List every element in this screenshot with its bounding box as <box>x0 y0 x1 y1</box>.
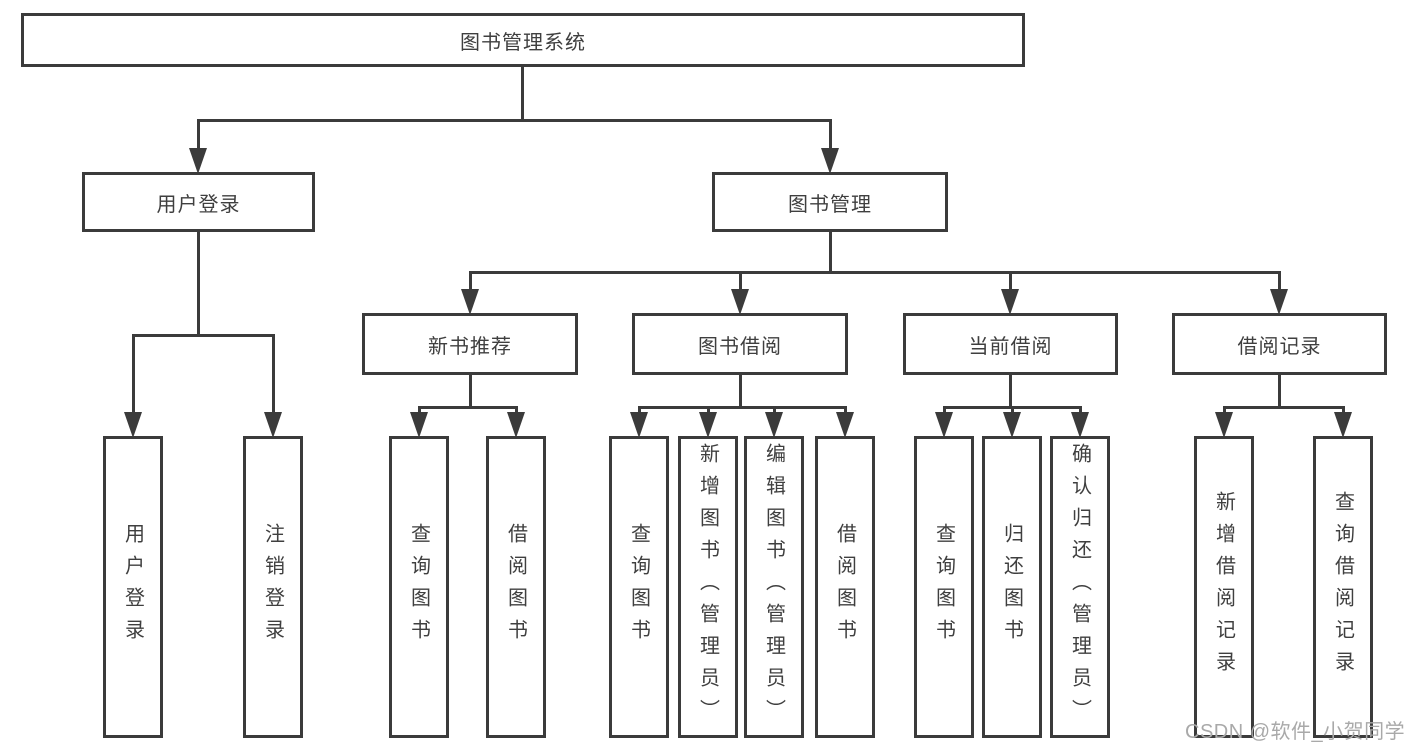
connector-line <box>1079 406 1082 416</box>
leaf-recommend-borrow-books: 借阅图书 <box>486 436 546 738</box>
leaf-label: 查询图书 <box>407 523 430 651</box>
leaf-label: 查询图书 <box>932 523 955 651</box>
connector-line <box>1223 406 1345 409</box>
leaf-current-return-books: 归还图书 <box>982 436 1042 738</box>
leaf-label: 查询图书 <box>627 523 650 651</box>
arrow-down-icon <box>1003 412 1021 438</box>
arrow-down-icon <box>1215 412 1233 438</box>
node-current-borrowing: 当前借阅 <box>903 313 1118 375</box>
arrow-down-icon <box>699 412 717 438</box>
connector-line <box>638 406 641 416</box>
node-book-borrowing: 图书借阅 <box>632 313 848 375</box>
connector-line <box>844 406 847 416</box>
leaf-label: 借阅图书 <box>833 523 856 651</box>
arrow-down-icon <box>765 412 783 438</box>
connector-line <box>197 119 832 122</box>
node-root-library-management-system: 图书管理系统 <box>21 13 1025 67</box>
arrow-down-icon <box>410 412 428 438</box>
connector-line <box>469 271 472 291</box>
connector-line <box>638 406 847 409</box>
node-label: 图书管理 <box>788 193 872 216</box>
connector-line <box>1223 406 1226 416</box>
connector-line <box>418 406 421 416</box>
connector-line <box>132 334 275 337</box>
arrow-down-icon <box>1001 289 1019 315</box>
connector-line <box>773 406 776 416</box>
leaf-borrowing-edit-books-admin: 编辑图书（管理员） <box>744 436 804 738</box>
leaf-label: 归还图书 <box>1000 523 1023 651</box>
connector-line <box>272 334 275 414</box>
leaf-label: 新增图书（管理员） <box>696 443 719 731</box>
node-user-login: 用户登录 <box>82 172 315 232</box>
leaf-label: 编辑图书（管理员） <box>762 443 785 731</box>
arrow-down-icon <box>935 412 953 438</box>
arrow-down-icon <box>507 412 525 438</box>
connector-line <box>1009 271 1012 291</box>
arrow-down-icon <box>264 412 282 438</box>
leaf-records-add-borrow-record: 新增借阅记录 <box>1194 436 1254 738</box>
leaf-current-confirm-return-admin: 确认归还（管理员） <box>1050 436 1110 738</box>
connector-line <box>1011 406 1014 416</box>
connector-line <box>197 119 200 150</box>
connector-line <box>1342 406 1345 416</box>
arrow-down-icon <box>189 148 207 174</box>
leaf-user-login: 用户登录 <box>103 436 163 738</box>
arrow-down-icon <box>731 289 749 315</box>
arrow-down-icon <box>1334 412 1352 438</box>
leaf-label: 新增借阅记录 <box>1212 491 1235 683</box>
arrow-down-icon <box>821 148 839 174</box>
connector-line <box>829 119 832 150</box>
node-label: 图书借阅 <box>698 335 782 358</box>
leaf-label: 用户登录 <box>121 523 144 651</box>
arrow-down-icon <box>836 412 854 438</box>
leaf-recommend-query-books: 查询图书 <box>389 436 449 738</box>
connector-line <box>829 232 832 274</box>
leaf-borrowing-add-books-admin: 新增图书（管理员） <box>678 436 738 738</box>
node-new-book-recommend: 新书推荐 <box>362 313 578 375</box>
connector-line <box>469 375 472 409</box>
node-borrow-records: 借阅记录 <box>1172 313 1387 375</box>
connector-line <box>1009 375 1012 409</box>
leaf-label: 确认归还（管理员） <box>1068 443 1091 731</box>
connector-line <box>707 406 710 416</box>
connector-line <box>1278 375 1281 409</box>
node-label: 当前借阅 <box>968 335 1053 358</box>
arrow-down-icon <box>630 412 648 438</box>
leaf-logout-login: 注销登录 <box>243 436 303 738</box>
leaf-records-query-borrow-record: 查询借阅记录 <box>1313 436 1373 738</box>
leaf-label: 查询借阅记录 <box>1331 491 1354 683</box>
csdn-watermark: CSDN @软件_小贺同学 <box>1185 721 1405 743</box>
connector-line <box>739 271 742 291</box>
arrow-down-icon <box>1071 412 1089 438</box>
connector-line <box>418 406 518 409</box>
leaf-borrowing-borrow-books: 借阅图书 <box>815 436 875 738</box>
node-label: 用户登录 <box>156 193 241 216</box>
arrow-down-icon <box>461 289 479 315</box>
connector-line <box>1278 271 1281 291</box>
arrow-down-icon <box>1270 289 1288 315</box>
leaf-current-query-books: 查询图书 <box>914 436 974 738</box>
arrow-down-icon <box>124 412 142 438</box>
node-label: 新书推荐 <box>428 335 512 358</box>
connector-line <box>739 375 742 409</box>
connector-line <box>197 232 200 337</box>
connector-line <box>521 67 524 121</box>
node-label: 图书管理系统 <box>460 31 586 54</box>
leaf-label: 借阅图书 <box>504 523 527 651</box>
connector-line <box>515 406 518 416</box>
connector-line <box>469 271 1281 274</box>
node-label: 借阅记录 <box>1237 335 1322 358</box>
connector-line <box>943 406 946 416</box>
leaf-borrowing-query-books: 查询图书 <box>609 436 669 738</box>
leaf-label: 注销登录 <box>261 523 284 651</box>
node-book-management: 图书管理 <box>712 172 948 232</box>
connector-line <box>132 334 135 414</box>
